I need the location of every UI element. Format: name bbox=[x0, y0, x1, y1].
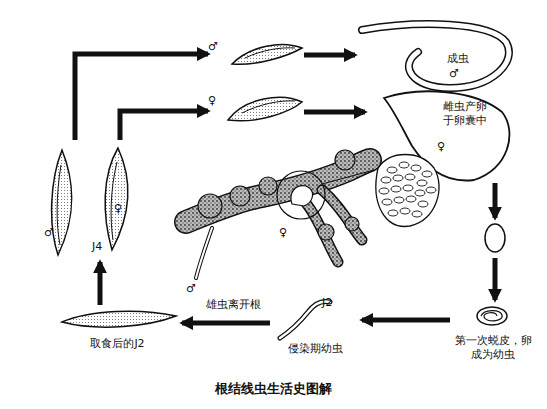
female-in-root bbox=[291, 186, 313, 206]
caption: 根结线虫生活史图解 bbox=[0, 380, 547, 398]
stage-label: 雌虫产卵于卵囊中 bbox=[443, 100, 493, 128]
arrow-segment bbox=[362, 318, 450, 323]
molting-egg bbox=[477, 307, 507, 325]
egg-sac bbox=[376, 155, 439, 227]
stage-label: ♂ bbox=[44, 226, 54, 240]
arrow-segment bbox=[75, 54, 208, 140]
adult-male-body bbox=[362, 24, 509, 88]
sex-symbol: ♂ bbox=[186, 282, 196, 295]
adult-female bbox=[384, 91, 509, 180]
stage-arrow bbox=[304, 55, 355, 56]
stage-node: J2 侵染期幼虫 bbox=[270, 298, 362, 360]
stage-arrow bbox=[182, 323, 270, 324]
stage-label: 侵染期幼虫 bbox=[270, 342, 360, 356]
stage-label: 成虫 bbox=[447, 52, 469, 66]
stage-node: ♀ bbox=[208, 92, 304, 130]
annotation: 雄虫离开根 bbox=[206, 298, 261, 311]
stage-arrow bbox=[120, 111, 208, 140]
sex-symbol: ♀ bbox=[279, 226, 287, 239]
stage-arrow bbox=[100, 262, 101, 305]
j4-female bbox=[105, 148, 128, 250]
stage-node: ♂ J4 ♀ bbox=[40, 140, 140, 262]
stage-arrow bbox=[304, 112, 365, 113]
stage-node: 雌虫产卵于卵囊中 ♀ bbox=[365, 88, 515, 183]
coiled-larva bbox=[481, 311, 502, 321]
stage-node: 成虫♂ bbox=[355, 20, 517, 92]
leader-line bbox=[322, 170, 374, 184]
stage-node: 第一次蜕皮，卵成为幼虫 bbox=[450, 300, 538, 370]
stage-label: ♀ bbox=[114, 202, 122, 216]
male-worm bbox=[232, 45, 302, 65]
stage-arrow bbox=[362, 320, 450, 321]
j4-female-inner bbox=[111, 162, 117, 240]
arrow-segment bbox=[493, 258, 498, 300]
egg bbox=[485, 224, 505, 252]
female-worm-inner bbox=[242, 101, 295, 113]
stage-label: ♀ bbox=[437, 140, 445, 154]
stage-label: 取食后的J2 bbox=[55, 337, 180, 351]
highlight-circle bbox=[277, 171, 325, 219]
root-galls bbox=[198, 150, 359, 240]
arrow-segment bbox=[98, 262, 103, 305]
stage-label: ♂ bbox=[449, 67, 459, 81]
arrow-segment bbox=[304, 110, 365, 115]
stage-arrow bbox=[75, 54, 208, 140]
arrow-segment bbox=[120, 111, 208, 140]
arrow-segment bbox=[182, 321, 270, 326]
stage-label: 第一次蜕皮，卵成为幼虫 bbox=[450, 334, 536, 362]
arrow-segment bbox=[304, 53, 355, 58]
stage-label: J4 bbox=[92, 240, 102, 254]
male-worm-inner bbox=[245, 48, 295, 58]
arrow-segment bbox=[493, 183, 498, 218]
male-leaving-root bbox=[196, 228, 212, 278]
stage-node: 取食后的J2 bbox=[55, 305, 182, 357]
j4-male bbox=[52, 150, 72, 255]
stage-label: ♂ bbox=[208, 40, 218, 54]
eggs bbox=[379, 162, 436, 217]
j4-male-inner bbox=[57, 165, 61, 245]
male-leaving-root-body bbox=[196, 228, 212, 278]
feeding-j2 bbox=[62, 311, 176, 327]
stage-label: ♀ bbox=[208, 94, 216, 108]
stage-label: J2 bbox=[322, 296, 332, 310]
stage-node: ♂ bbox=[208, 38, 304, 72]
female-worm bbox=[228, 97, 302, 120]
adult-male-outline bbox=[362, 24, 509, 88]
stage-arrow bbox=[495, 183, 496, 300]
